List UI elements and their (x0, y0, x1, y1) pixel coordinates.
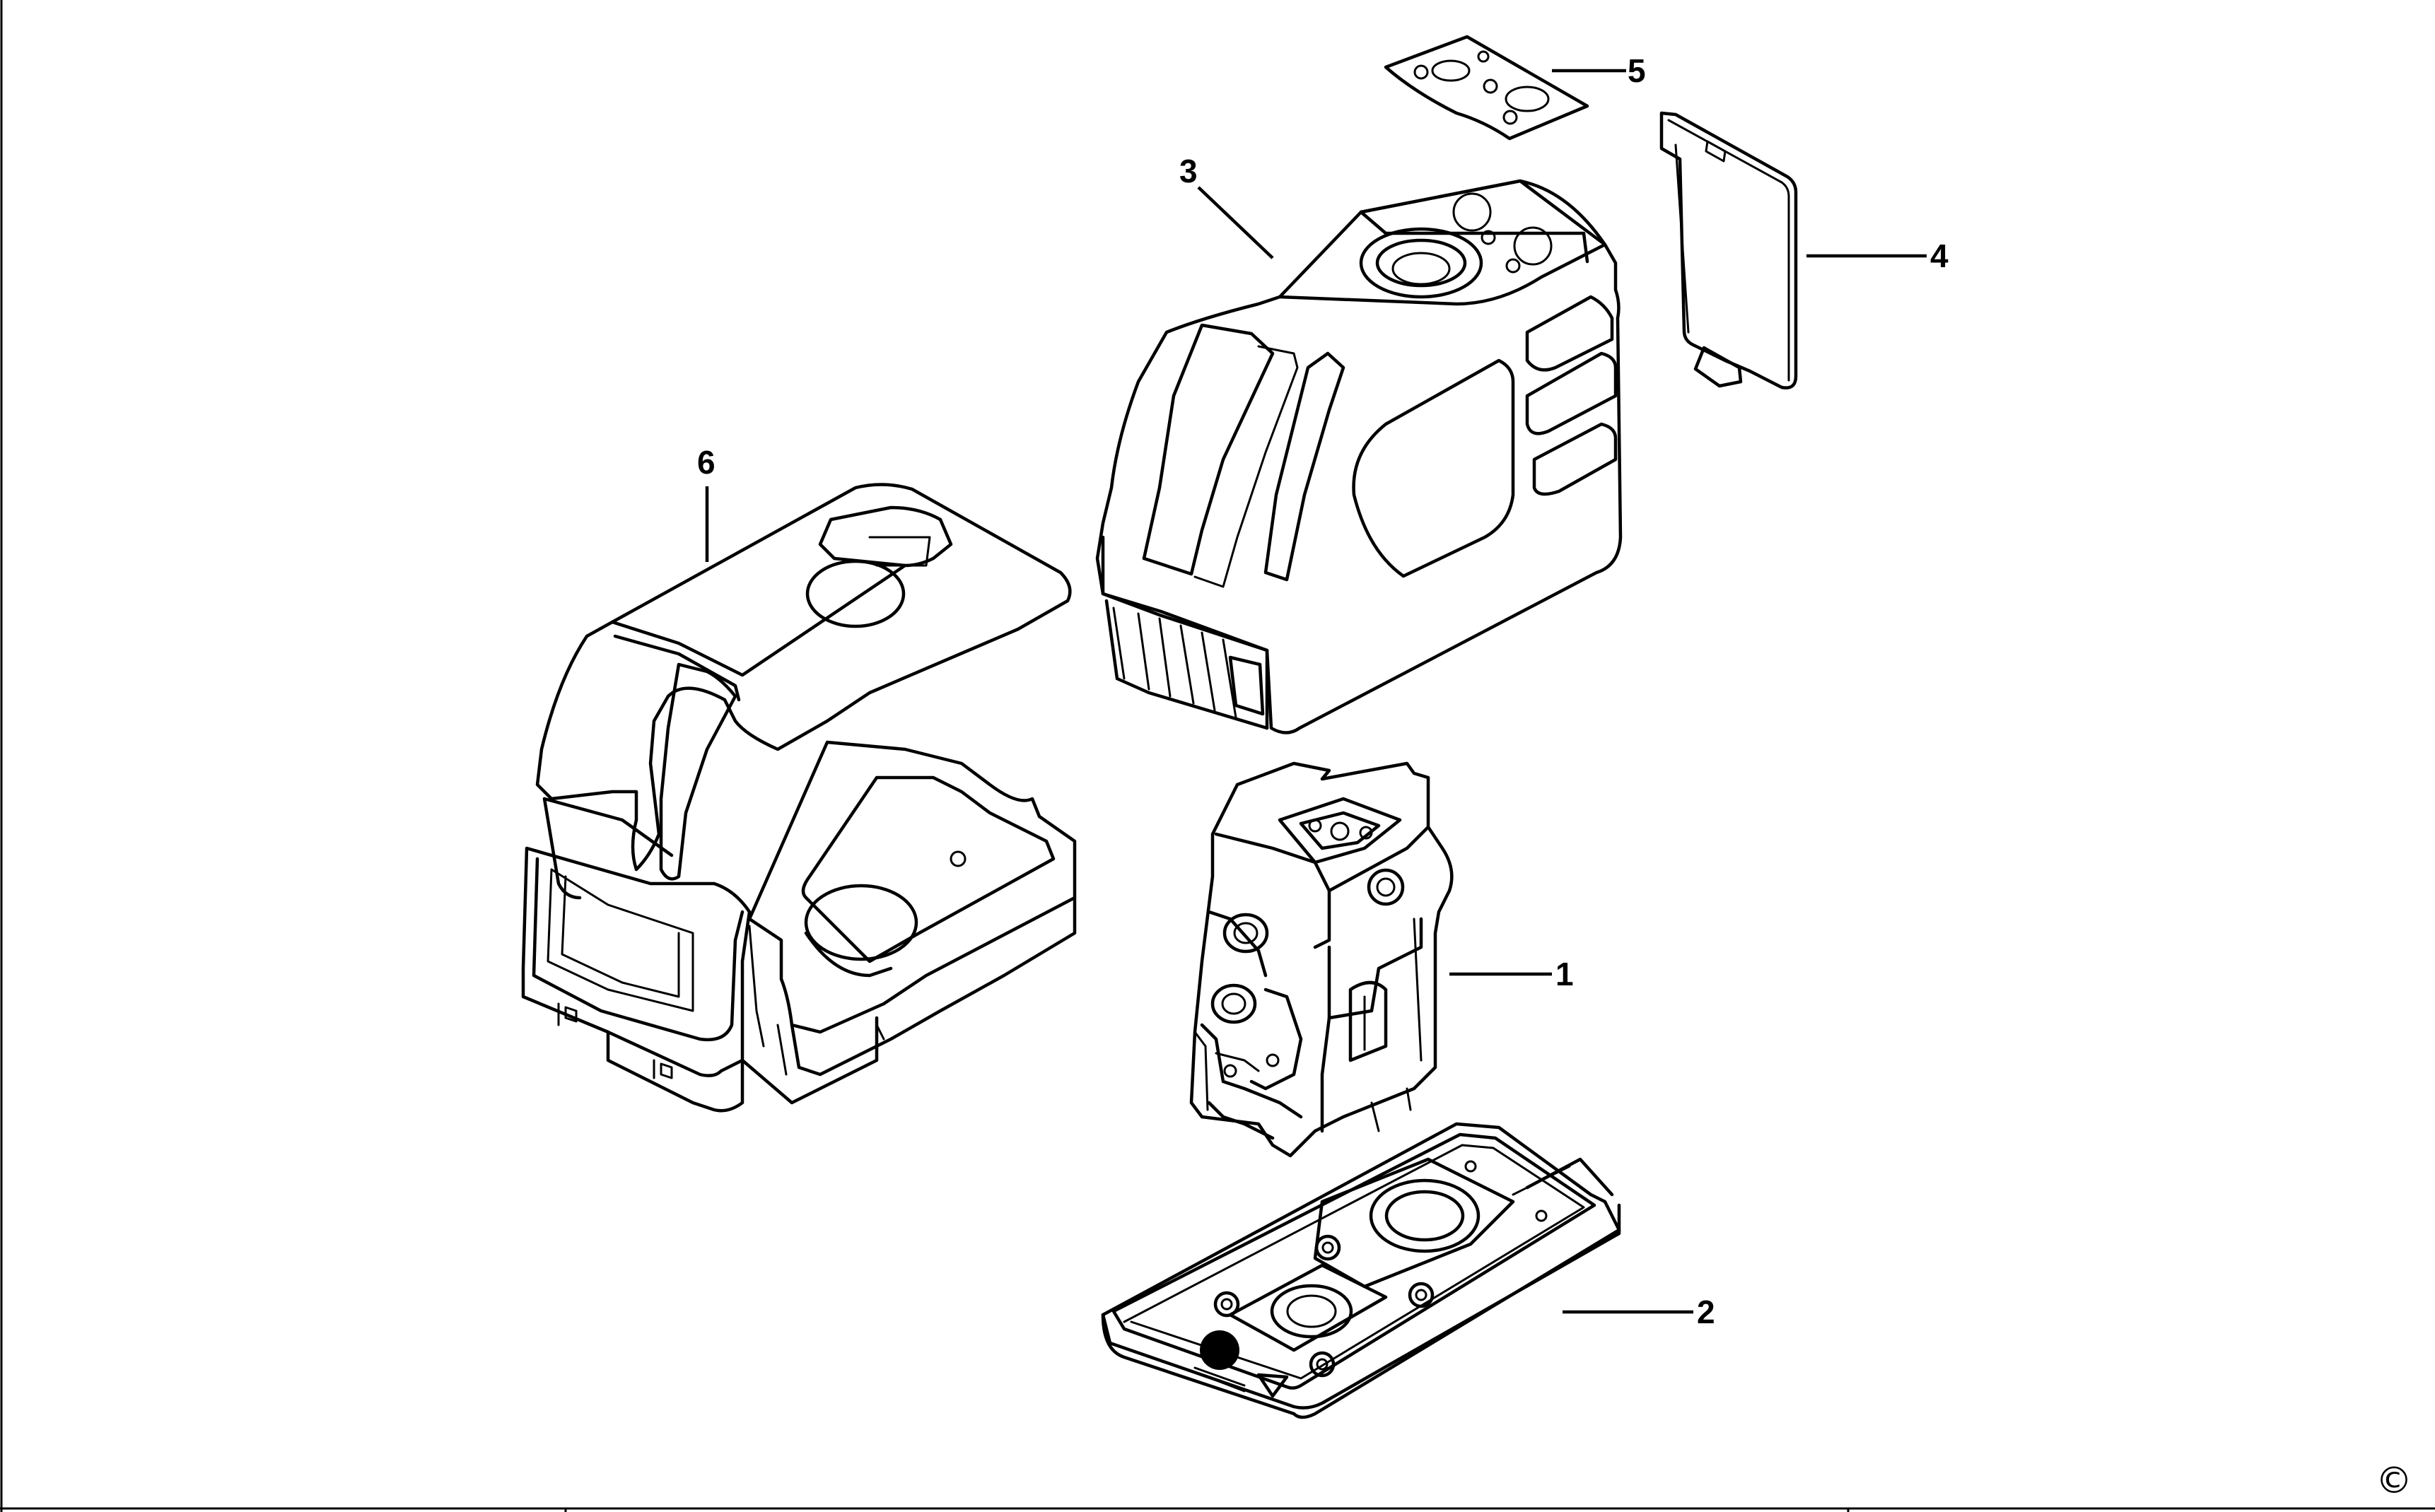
callout-3: 3 (1179, 153, 1198, 189)
part-3-main-housing (1095, 179, 1623, 734)
part-4-window-frame (1659, 111, 1798, 389)
leader-3 (1197, 186, 1274, 259)
leader-lines (705, 69, 1927, 1314)
callout-2: 2 (1697, 1294, 1715, 1330)
callout-1: 1 (1555, 956, 1574, 992)
part-2-base-plate (1101, 1122, 1621, 1419)
part-5-label-plate (1384, 35, 1589, 141)
callout-5: 5 (1628, 52, 1646, 89)
callout-4: 4 (1930, 238, 1949, 274)
callout-6: 6 (697, 444, 716, 481)
copyright-mark: © (2376, 1460, 2412, 1502)
part-1-laser-chassis (1189, 761, 1454, 1158)
part-6-outer-cover (521, 483, 1077, 1113)
